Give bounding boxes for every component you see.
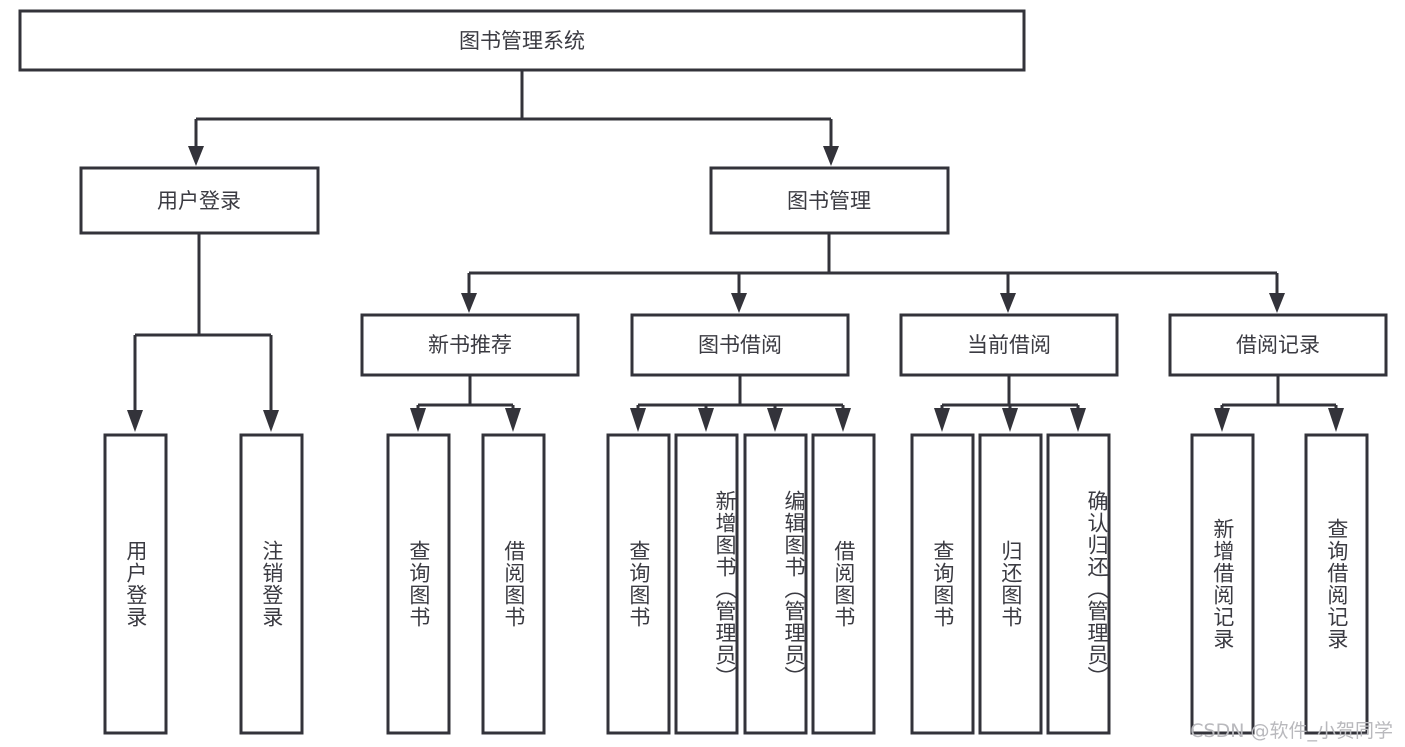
leaf-box-query-record[interactable] [1304,433,1369,735]
leaf-box-add-record[interactable] [1190,433,1255,735]
connector-group-user-login [127,233,279,432]
node-root-label: 图书管理系统 [459,29,585,53]
node-book-borrow-box[interactable] [630,313,850,377]
arrow-root-to-user-login [188,146,204,166]
arrow-bm-to-new-book [461,293,477,313]
arrow-bb-to-borrow-book [835,408,851,432]
arrow-cb-to-confirm-return [1070,408,1086,432]
node-user-login-label: 用户登录 [157,189,241,213]
arrow-user-to-leaf-logout [263,410,279,432]
leaf-box-edit-book[interactable] [743,433,808,735]
arrow-nb-to-query-book [410,408,426,432]
leaf-box-return-book[interactable] [978,433,1043,735]
leaf-box-user-login[interactable] [103,433,168,735]
node-root[interactable] [18,9,1026,72]
node-new-book-recommend-box[interactable] [360,313,580,377]
connector-group-current-borrow [934,375,1086,432]
leaf-box-query-book-3[interactable] [910,433,975,735]
node-borrow-record-label: 借阅记录 [1236,333,1320,357]
node-current-borrow-box[interactable] [899,313,1119,377]
connector-group-book-borrow [630,375,851,432]
node-new-book-recommend[interactable] [360,313,580,377]
connector-group-root [188,70,839,166]
node-current-borrow-label: 当前借阅 [967,333,1051,357]
node-new-book-recommend-label: 新书推荐 [428,333,512,357]
node-current-borrow[interactable] [899,313,1119,377]
csdn-watermark: CSDN @软件_小贺同学 [1190,720,1393,742]
node-book-borrow-label: 图书借阅 [698,333,782,357]
arrow-br-to-add-record [1214,408,1230,432]
arrow-nb-to-borrow-book [505,408,521,432]
arrow-bm-to-book-borrow [731,293,747,313]
node-borrow-record[interactable] [1168,313,1388,377]
arrow-cb-to-return-book [1002,408,1018,432]
leaf-box-query-book-1[interactable] [386,433,451,735]
arrow-bb-to-query-book [630,408,646,432]
arrow-bm-to-current-borrow [1000,293,1016,313]
arrow-bb-to-add-book [698,408,714,432]
leaf-box-query-book-2[interactable] [606,433,671,735]
leaf-box-borrow-book-1[interactable] [481,433,546,735]
node-borrow-record-box[interactable] [1168,313,1388,377]
node-book-borrow[interactable] [630,313,850,377]
arrow-br-to-query-record [1328,408,1344,432]
arrow-root-to-book-manage [823,146,839,166]
node-user-login[interactable] [79,166,320,235]
node-root-box[interactable] [18,9,1026,72]
leaf-box-add-book[interactable] [674,433,739,735]
leaf-box-logout-login[interactable] [239,433,304,735]
connector-group-book-manage [461,233,1285,313]
connector-group-new-book [410,375,521,432]
connector-group-borrow-record [1214,375,1344,432]
leaf-box-borrow-book-2[interactable] [811,433,876,735]
arrow-cb-to-query-book [934,408,950,432]
node-user-login-box[interactable] [79,166,320,235]
arrow-user-to-leaf-user-login [127,410,143,432]
node-book-manage-label: 图书管理 [787,189,871,213]
arrow-bm-to-borrow-record [1269,293,1285,313]
arrow-bb-to-edit-book [767,408,783,432]
leaf-box-confirm-return[interactable] [1046,433,1111,735]
